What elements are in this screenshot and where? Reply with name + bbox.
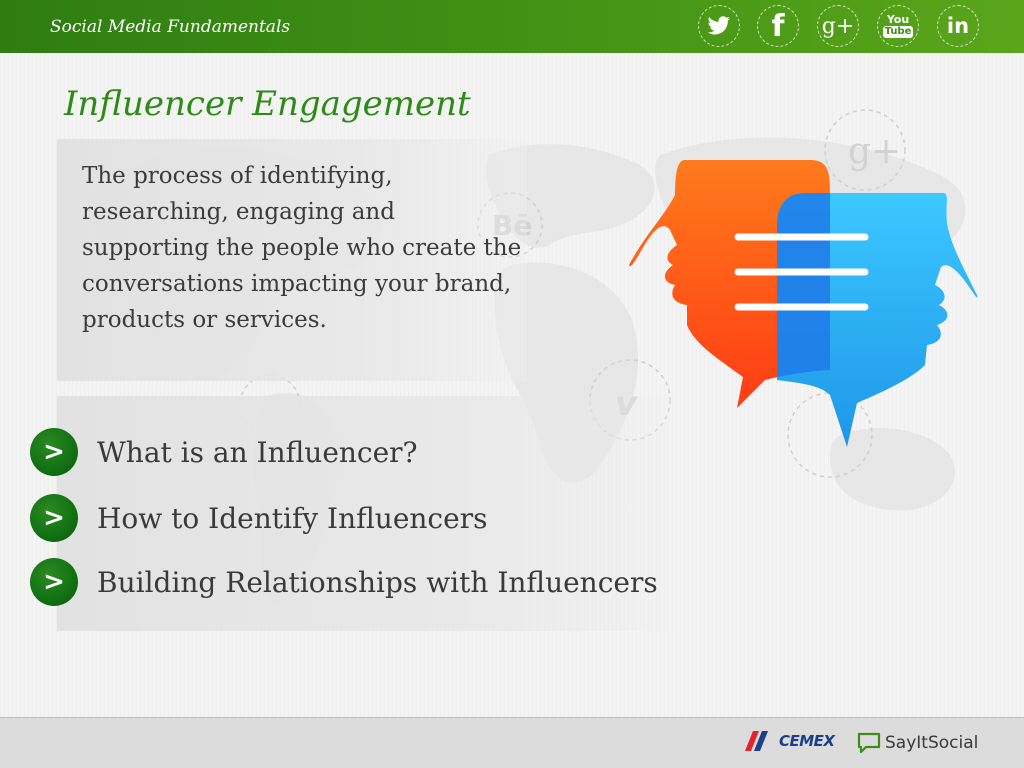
topic-item-identify-influencers[interactable]: > How to Identify Influencers <box>30 493 487 543</box>
linkedin-glyph: in <box>946 14 970 38</box>
header-bar: Social Media Fundamentals f g+ You Tube … <box>0 0 1024 53</box>
arrow-bullet-icon: > <box>30 428 78 476</box>
arrow-bullet-icon: > <box>30 558 78 606</box>
twitter-icon[interactable] <box>698 5 740 47</box>
linkedin-icon[interactable]: in <box>937 5 979 47</box>
sayitsocial-wordmark: SayItSocial <box>885 733 979 753</box>
slide-title: Influencer Engagement <box>64 84 471 124</box>
topic-item-building-relationships[interactable]: > Building Relationships with Influencer… <box>30 557 658 607</box>
facebook-glyph: f <box>771 8 785 44</box>
cemex-logo: CEMEX <box>745 728 835 754</box>
footer-bar <box>0 717 1024 768</box>
facebook-icon[interactable]: f <box>757 5 799 47</box>
topic-label: What is an Influencer? <box>97 435 418 469</box>
conversation-heads-illustration <box>629 160 978 447</box>
svg-text:g+: g+ <box>848 131 901 172</box>
speech-bubble-icon <box>857 732 881 754</box>
definition-panel <box>57 139 527 381</box>
cemex-stripes-icon <box>745 731 768 751</box>
definition-text: The process of identifying, researching,… <box>82 163 522 333</box>
topic-label: Building Relationships with Influencers <box>97 565 658 599</box>
course-title: Social Media Fundamentals <box>50 17 291 37</box>
topic-label: How to Identify Influencers <box>97 501 488 535</box>
twitter-bird-shape <box>707 16 731 35</box>
topic-item-what-is-influencer[interactable]: > What is an Influencer? <box>30 427 418 477</box>
cemex-wordmark: CEMEX <box>779 732 835 750</box>
sayitsocial-logo: SayItSocial <box>857 730 978 756</box>
youtube-icon[interactable]: You Tube <box>877 5 919 47</box>
topics-panel <box>57 396 677 631</box>
google-plus-glyph: g+ <box>821 13 855 39</box>
arrow-bullet-icon: > <box>30 494 78 542</box>
google-plus-icon[interactable]: g+ <box>817 5 859 47</box>
